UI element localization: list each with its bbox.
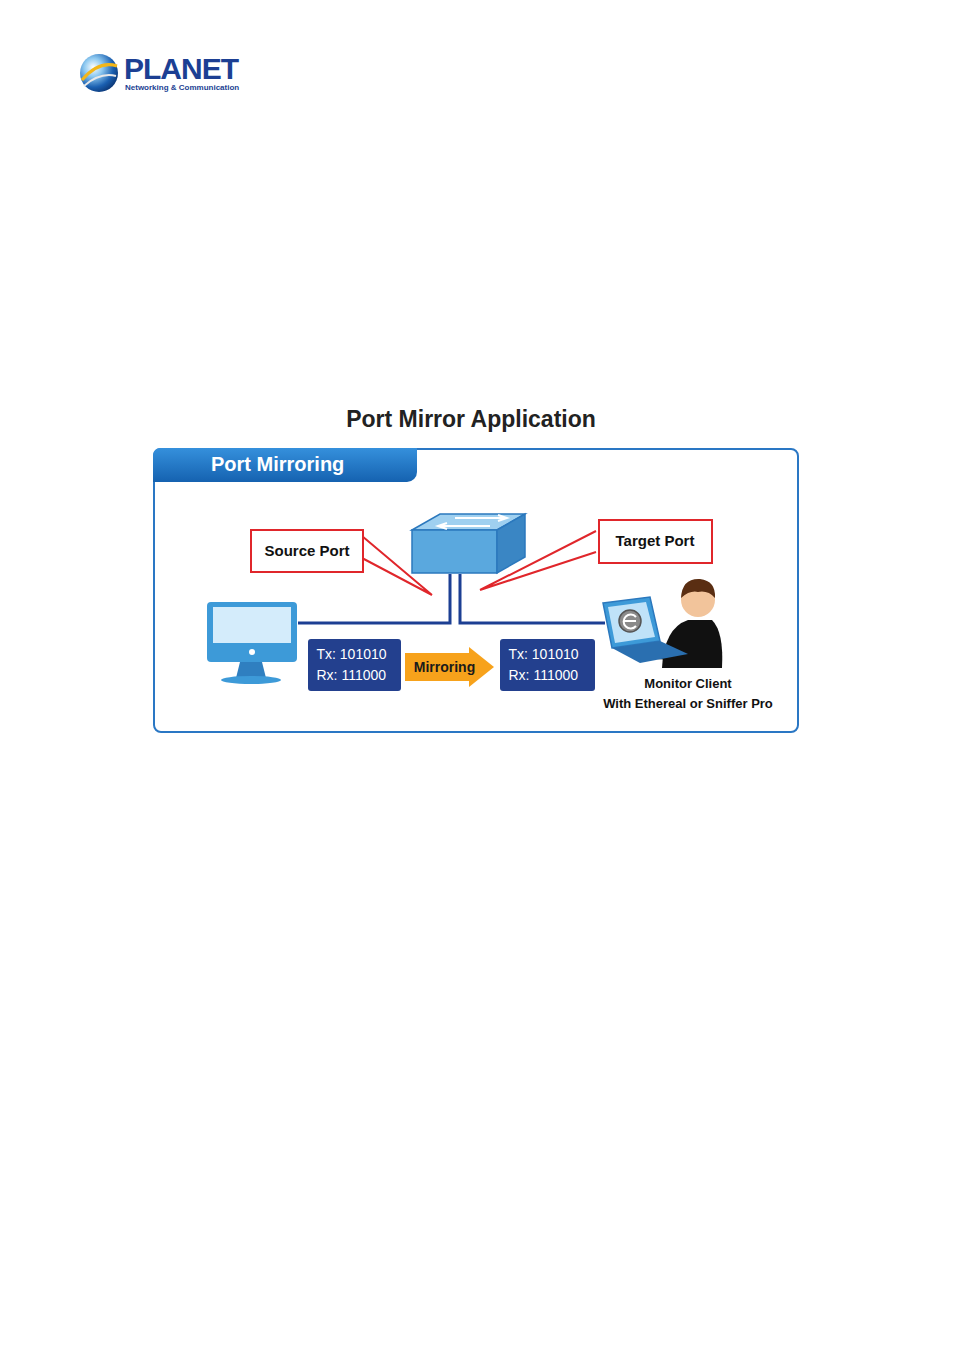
bit-stream: Rx: 111000	[317, 665, 387, 686]
arrow-fill	[405, 647, 494, 687]
bit-stream: Rx: 111000	[509, 665, 579, 686]
callout-label: Target Port	[616, 532, 695, 550]
arrow-label: Mirroring	[414, 659, 485, 675]
computer-icon	[207, 602, 297, 684]
client-label: Monitor Client	[644, 677, 731, 691]
laptop-icon	[603, 597, 688, 663]
mirroring-arrow: Mirroring	[405, 647, 494, 687]
network-wire	[298, 574, 605, 623]
data-box: Tx: 101010Rx: 111000	[500, 639, 595, 691]
callout-box: Target Port	[598, 519, 713, 564]
switch-icon	[412, 514, 525, 573]
callout-leader	[362, 531, 596, 595]
logo-tagline: Networking & Communication	[125, 84, 239, 93]
callout-label: Source Port	[264, 542, 349, 560]
data-box: Tx: 101010Rx: 111000	[308, 639, 401, 691]
bit-stream: Tx: 101010	[509, 644, 579, 665]
logo-globe	[80, 54, 118, 92]
bit-stream: Tx: 101010	[317, 644, 387, 665]
callout-box: Source Port	[250, 529, 364, 573]
diagram-title: Port Mirror Application	[346, 406, 596, 433]
client-label: With Ethereal or Sniffer Pro	[603, 697, 773, 711]
logo-wordmark: PLANET	[124, 52, 238, 85]
panel-heading: Port Mirroring	[153, 448, 417, 482]
